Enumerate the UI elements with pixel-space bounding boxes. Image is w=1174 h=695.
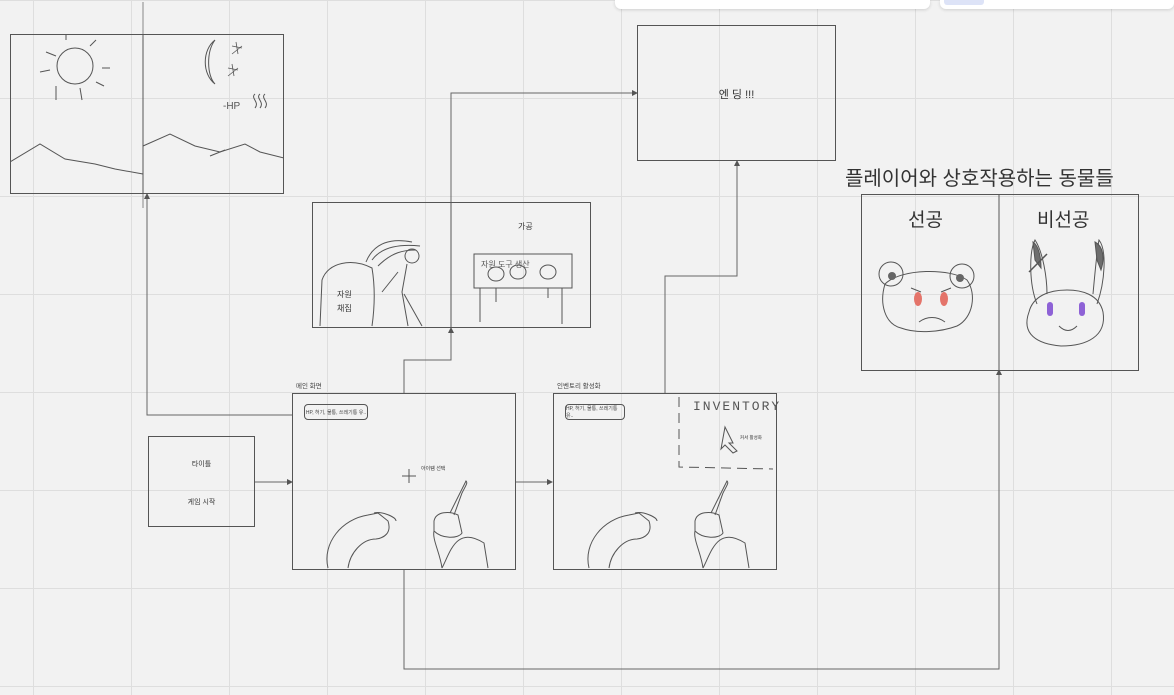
non-hostile-label: 비선공 bbox=[1037, 210, 1090, 231]
gather-process-frame[interactable]: 자원 채집 가공 자원 도구 생산 bbox=[312, 202, 591, 328]
arrow-main-to-daynight bbox=[144, 193, 292, 416]
day-night-sketch bbox=[10, 34, 284, 194]
hostile-label: 선공 bbox=[908, 210, 943, 231]
gather-sketch bbox=[319, 202, 573, 328]
main-hands-sketch bbox=[326, 469, 489, 569]
center-hint: 아이템 선택 bbox=[421, 466, 446, 472]
sun-icon bbox=[56, 47, 94, 85]
animals-sketch bbox=[878, 194, 1105, 371]
inventory-hud: HP, 허기, 물통, 쓰레기통 유.. bbox=[565, 404, 625, 420]
top-toolbar-left[interactable] bbox=[615, 0, 930, 9]
inventory-sketch bbox=[587, 397, 774, 569]
main-hud: HP, 허기, 물통, 쓰레기통 유.. bbox=[304, 404, 368, 420]
toolbar-chip[interactable] bbox=[944, 0, 984, 5]
character-head-icon bbox=[404, 248, 420, 264]
start-button[interactable]: 게임 시작 bbox=[187, 499, 216, 506]
day-night-frame[interactable]: -HP bbox=[10, 34, 284, 194]
inventory-panel-border bbox=[678, 397, 774, 470]
title-label: 타이틀 bbox=[191, 461, 212, 468]
main-screen-label: 메인 화면 bbox=[296, 383, 322, 390]
arrow-inventory-to-ending bbox=[664, 160, 740, 393]
ending-frame[interactable]: 엔 딩 !!! bbox=[637, 25, 836, 161]
title-frame[interactable]: 타이틀 게임 시작 bbox=[148, 436, 255, 527]
inventory-screen-frame[interactable]: HP, 허기, 물통, 쓰레기통 유.. INVENTORY 커서 활성화 bbox=[553, 393, 779, 570]
rock-icon bbox=[319, 262, 375, 327]
cursor-hint: 커서 활성화 bbox=[740, 435, 762, 440]
process-label: 가공 bbox=[518, 222, 533, 231]
crosshair-icon bbox=[402, 469, 416, 483]
main-screen-frame[interactable]: HP, 허기, 물통, 쓰레기통 유.. 아이템 선택 bbox=[292, 393, 516, 570]
rabbit-icon bbox=[1026, 238, 1105, 347]
animals-frame[interactable]: 선공 비선공 bbox=[861, 194, 1139, 371]
bear-icon bbox=[878, 261, 975, 333]
top-toolbar-right[interactable] bbox=[940, 0, 1174, 9]
gather-label-2: 채집 bbox=[337, 304, 352, 313]
gather-label-1: 자원 bbox=[337, 290, 352, 299]
inventory-title: INVENTORY bbox=[693, 399, 782, 414]
process-sign: 자원 도구 생산 bbox=[481, 260, 530, 269]
animals-heading: 플레이어와 상호작용하는 동물들 bbox=[845, 168, 1114, 190]
cursor-icon bbox=[720, 425, 738, 454]
inventory-screen-label: 인벤토리 활성화 bbox=[557, 383, 601, 390]
ending-label: 엔 딩 !!! bbox=[718, 89, 755, 101]
arrow-main-to-gather bbox=[403, 327, 454, 393]
moon-icon bbox=[204, 39, 216, 85]
hp-note: -HP bbox=[223, 101, 241, 112]
arrow-gather-to-ending bbox=[450, 90, 638, 202]
